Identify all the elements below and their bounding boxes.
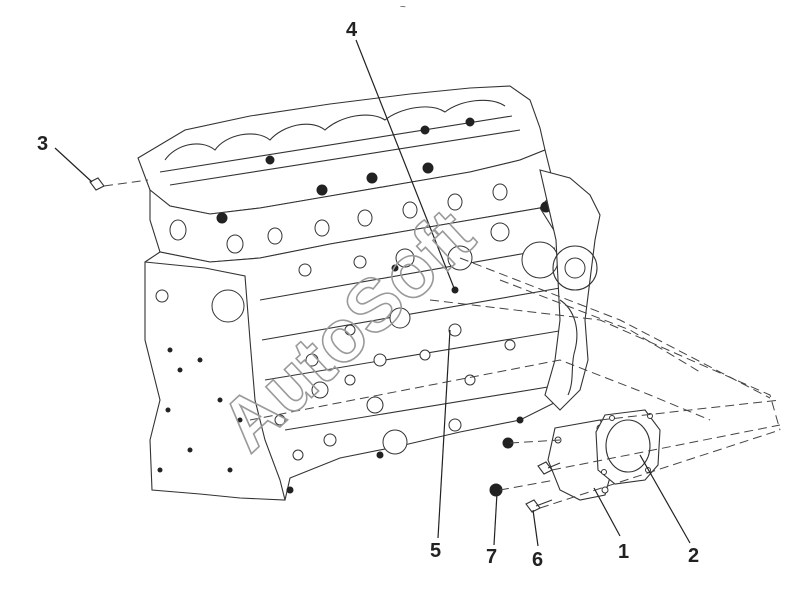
callout-4: 4	[346, 19, 358, 41]
plug-part-7	[489, 437, 514, 497]
explosion-lines	[103, 179, 781, 509]
callout-2: 2	[688, 545, 699, 567]
top-mark: ~	[400, 2, 406, 13]
callout-6: 6	[532, 549, 543, 571]
callout-7: 7	[486, 546, 497, 568]
callout-1: 1	[618, 541, 629, 563]
callout-labels: 3 4 5 7 6 1 2	[37, 19, 699, 571]
gasket-part-2	[595, 409, 661, 485]
callout-3: 3	[37, 133, 48, 155]
callout-5: 5	[430, 540, 441, 562]
engine-block	[137, 85, 601, 501]
leader-lines	[54, 39, 691, 547]
bolt-part-3	[89, 177, 105, 191]
